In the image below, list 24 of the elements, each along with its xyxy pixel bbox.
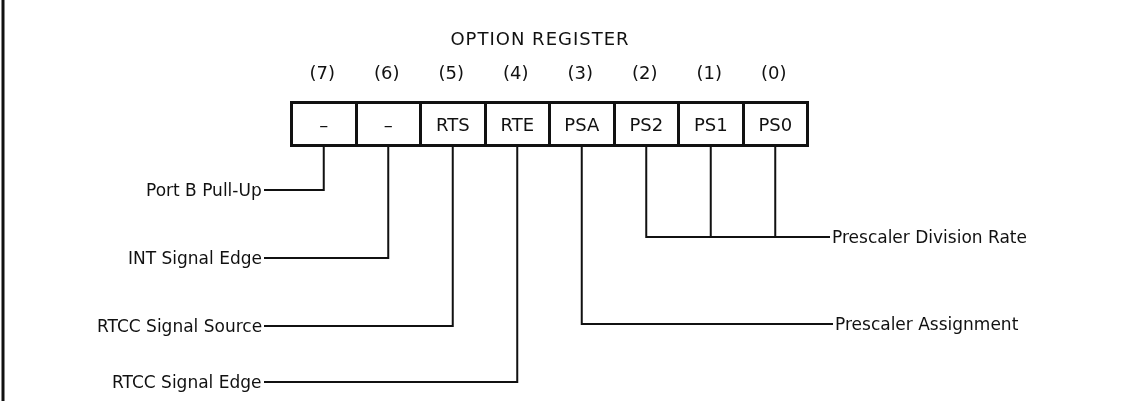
diagram-title: OPTION REGISTER bbox=[449, 28, 631, 49]
leader-line bbox=[580, 146, 834, 325]
bit-number: (0) bbox=[760, 62, 788, 84]
bit-description: RTCC Signal Edge bbox=[112, 371, 262, 393]
bit-description: Prescaler Assignment bbox=[835, 313, 1019, 335]
bit-number: (4) bbox=[502, 62, 530, 84]
leader-line bbox=[263, 146, 519, 383]
leader-line bbox=[774, 146, 831, 238]
leader-line bbox=[263, 146, 454, 327]
bit-description: INT Signal Edge bbox=[128, 247, 262, 269]
register-bit-cell: – bbox=[290, 101, 358, 147]
bit-description: Port B Pull-Up bbox=[146, 179, 262, 201]
bit-number: (5) bbox=[437, 62, 465, 84]
register-bit-cell: RTS bbox=[419, 101, 487, 147]
leader-line bbox=[263, 146, 390, 259]
bit-number: (3) bbox=[566, 62, 594, 84]
bit-description: RTCC Signal Source bbox=[97, 315, 263, 337]
register-bit-cell: PS1 bbox=[677, 101, 745, 147]
register-bit-cell: PSA bbox=[548, 101, 616, 147]
bit-number: (6) bbox=[373, 62, 401, 84]
bit-number: (1) bbox=[695, 62, 723, 84]
leader-line bbox=[263, 146, 325, 191]
bit-number: (7) bbox=[308, 62, 336, 84]
bit-number: (2) bbox=[631, 62, 659, 84]
